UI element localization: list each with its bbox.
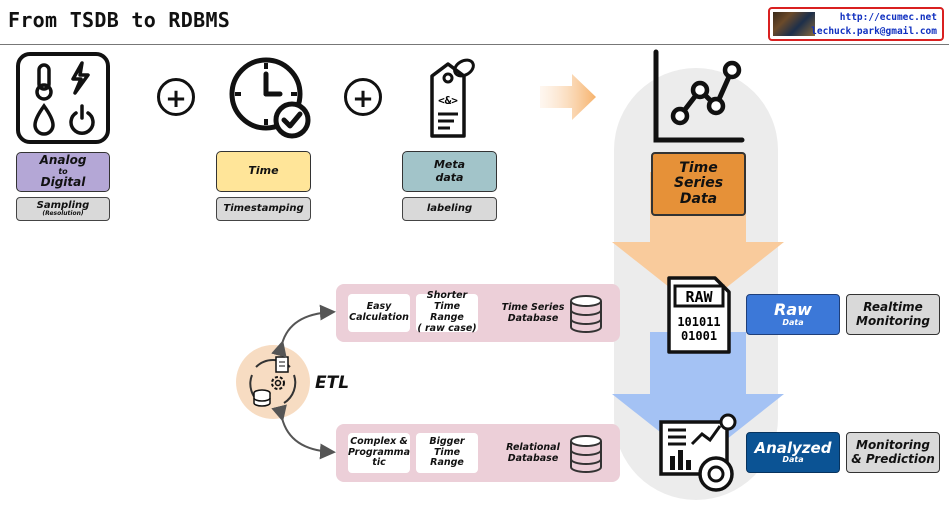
right-arrow-icon	[540, 72, 600, 122]
monitoring-prediction-box: Monitoring & Prediction	[846, 432, 940, 473]
analytics-dashboard-icon	[658, 412, 744, 494]
sensor-icon	[16, 52, 110, 144]
etl-connector-arrows	[270, 300, 350, 460]
sub-line: Sampling	[36, 199, 90, 211]
cell-line: ( raw case)	[417, 322, 477, 334]
plus-icon: +	[157, 78, 195, 116]
analyzed-sub: Data	[782, 455, 804, 465]
raw-file-icon: RAW 101011 01001	[663, 274, 735, 356]
credit-email[interactable]: lechuck.park@gmail.com	[811, 26, 937, 37]
analyzed-title: Analyzed	[754, 438, 832, 457]
rdb-label: Relational Database	[500, 442, 566, 465]
page-title: From TSDB to RDBMS	[8, 8, 231, 32]
label-line: Meta	[433, 158, 466, 172]
line-chart-icon	[650, 48, 746, 146]
box-line: Monitoring	[856, 313, 930, 328]
sub-line: labeling	[426, 202, 473, 214]
analyzed-data-box: Analyzed Data	[746, 432, 840, 473]
labeling-label: labeling	[402, 197, 497, 221]
cell-line: Shorter	[426, 290, 468, 302]
label-line: Digital	[40, 175, 86, 190]
raw-title: Raw	[774, 300, 812, 320]
tsdb-label: Time Series Database	[500, 302, 566, 325]
shorter-time-range-cell: Shorter Time Range ( raw case)	[416, 290, 478, 334]
credit-url[interactable]: http://ecumec.net	[839, 12, 937, 23]
raw-icon-text: RAW	[685, 288, 713, 306]
clock-check-icon	[226, 54, 316, 142]
cell-line: Programma	[348, 446, 410, 458]
raw-sub: Data	[782, 317, 804, 327]
cell-line: Bigger	[429, 435, 465, 447]
label-line: data	[435, 170, 464, 184]
label-line: Relational	[506, 442, 560, 453]
box-line: Monitoring	[856, 438, 930, 453]
binary-line: 01001	[681, 329, 717, 343]
raw-data-box: Raw Data	[746, 294, 840, 335]
box-line: Time	[679, 159, 718, 176]
cell-line: Complex &	[350, 435, 408, 447]
cell-line: Time Range	[430, 301, 464, 323]
analog-to-digital-label: Analog to Digital	[16, 152, 110, 192]
cell-line: Easy	[366, 301, 392, 313]
box-line: & Prediction	[851, 451, 935, 466]
svg-text:<&>: <&>	[438, 94, 458, 107]
cell-line: Calculation	[349, 312, 409, 323]
bigger-time-range-cell: Bigger Time Range	[416, 433, 478, 473]
etl-label: ETL	[315, 373, 350, 393]
title-divider	[0, 44, 949, 45]
label-line: Time Series	[501, 302, 565, 313]
plus-icon: +	[344, 78, 382, 116]
cell-line: Time Range	[430, 446, 464, 469]
author-thumbnail	[773, 12, 815, 36]
box-line: Realtime	[863, 300, 923, 315]
label-line: Analog	[39, 153, 87, 168]
label-line: Database	[507, 453, 559, 465]
easy-calculation-cell: Easy Calculation	[348, 294, 410, 332]
box-line: Series	[673, 175, 724, 192]
time-series-data-box: Time Series Data	[651, 152, 746, 216]
metadata-label: Meta data	[402, 151, 497, 192]
box-line: Data	[679, 190, 718, 207]
binary-line: 101011	[677, 315, 720, 329]
credit-box: http://ecumec.net lechuck.park@gmail.com	[768, 7, 944, 41]
timestamping-label: Timestamping	[216, 197, 311, 221]
time-label: Time	[216, 151, 311, 192]
realtime-monitoring-box: Realtime Monitoring	[846, 294, 940, 335]
database-icon	[568, 434, 604, 474]
sub-line: Timestamping	[223, 202, 304, 214]
sub-line-small: (Resolution)	[42, 210, 84, 218]
sampling-label: Sampling (Resolution)	[16, 197, 110, 221]
cell-line: tic	[372, 457, 386, 469]
label-line: to	[58, 166, 68, 176]
label-line: Time	[248, 164, 279, 178]
label-line: Database	[507, 313, 559, 325]
database-icon	[568, 294, 604, 334]
complex-programmatic-cell: Complex & Programma tic	[348, 433, 410, 473]
tag-icon: <&>	[420, 54, 486, 142]
